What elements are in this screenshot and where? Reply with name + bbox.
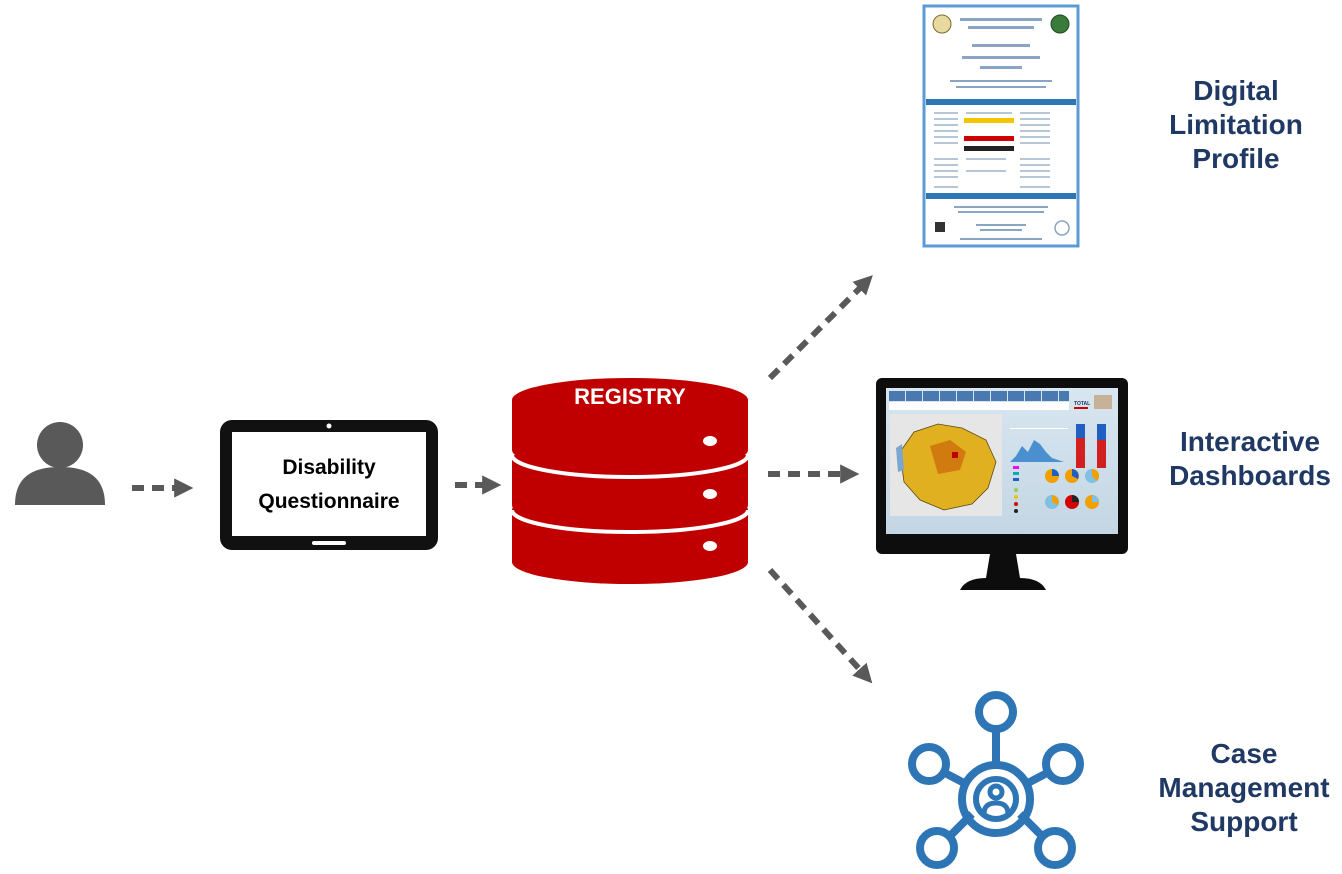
label-dashboards-line1: Interactive	[1179, 426, 1321, 457]
label-case-management-support: Case Management Support	[1150, 737, 1338, 839]
seal-left-icon	[932, 14, 952, 34]
registry-label: REGISTRY	[574, 384, 686, 409]
label-case-line2: Management	[1158, 772, 1330, 803]
dashboard-area-chart	[1010, 440, 1064, 462]
arrow-registry-to-profile	[767, 275, 873, 381]
label-profile-line2: Limitation	[1169, 109, 1303, 140]
tablet-text-line2: Questionnaire	[258, 490, 399, 513]
seal-right-icon	[1050, 14, 1070, 34]
tablet-device: Disability Questionnaire	[220, 420, 438, 550]
label-case-line3: Support	[1190, 806, 1298, 837]
limitation-profile-document	[922, 4, 1080, 248]
label-case-line1: Case	[1210, 738, 1278, 769]
stamp-icon	[1054, 220, 1070, 236]
dashboard-total-label: TOTAL	[1074, 401, 1090, 407]
arrow-registry-to-case-management	[767, 567, 873, 684]
label-profile-line1: Digital	[1193, 75, 1279, 106]
user-icon	[15, 422, 105, 505]
dashboard-bar-charts	[1076, 424, 1106, 468]
tablet-text-line1: Disability	[282, 456, 376, 479]
dashboard-pie-charts	[1045, 468, 1100, 509]
label-dashboards-line2: Dashboards	[1169, 460, 1331, 491]
qr-code-icon	[935, 222, 945, 232]
dashboard-monitor: TOTAL	[876, 378, 1128, 590]
case-management-network-icon	[908, 691, 1084, 869]
label-interactive-dashboards: Interactive Dashboards	[1160, 425, 1340, 493]
label-profile-line3: Profile	[1192, 143, 1280, 174]
label-digital-limitation-profile: Digital Limitation Profile	[1146, 74, 1326, 176]
dashboard-tab-bar	[889, 391, 1069, 401]
registry-database-icon: REGISTRY	[510, 378, 750, 584]
